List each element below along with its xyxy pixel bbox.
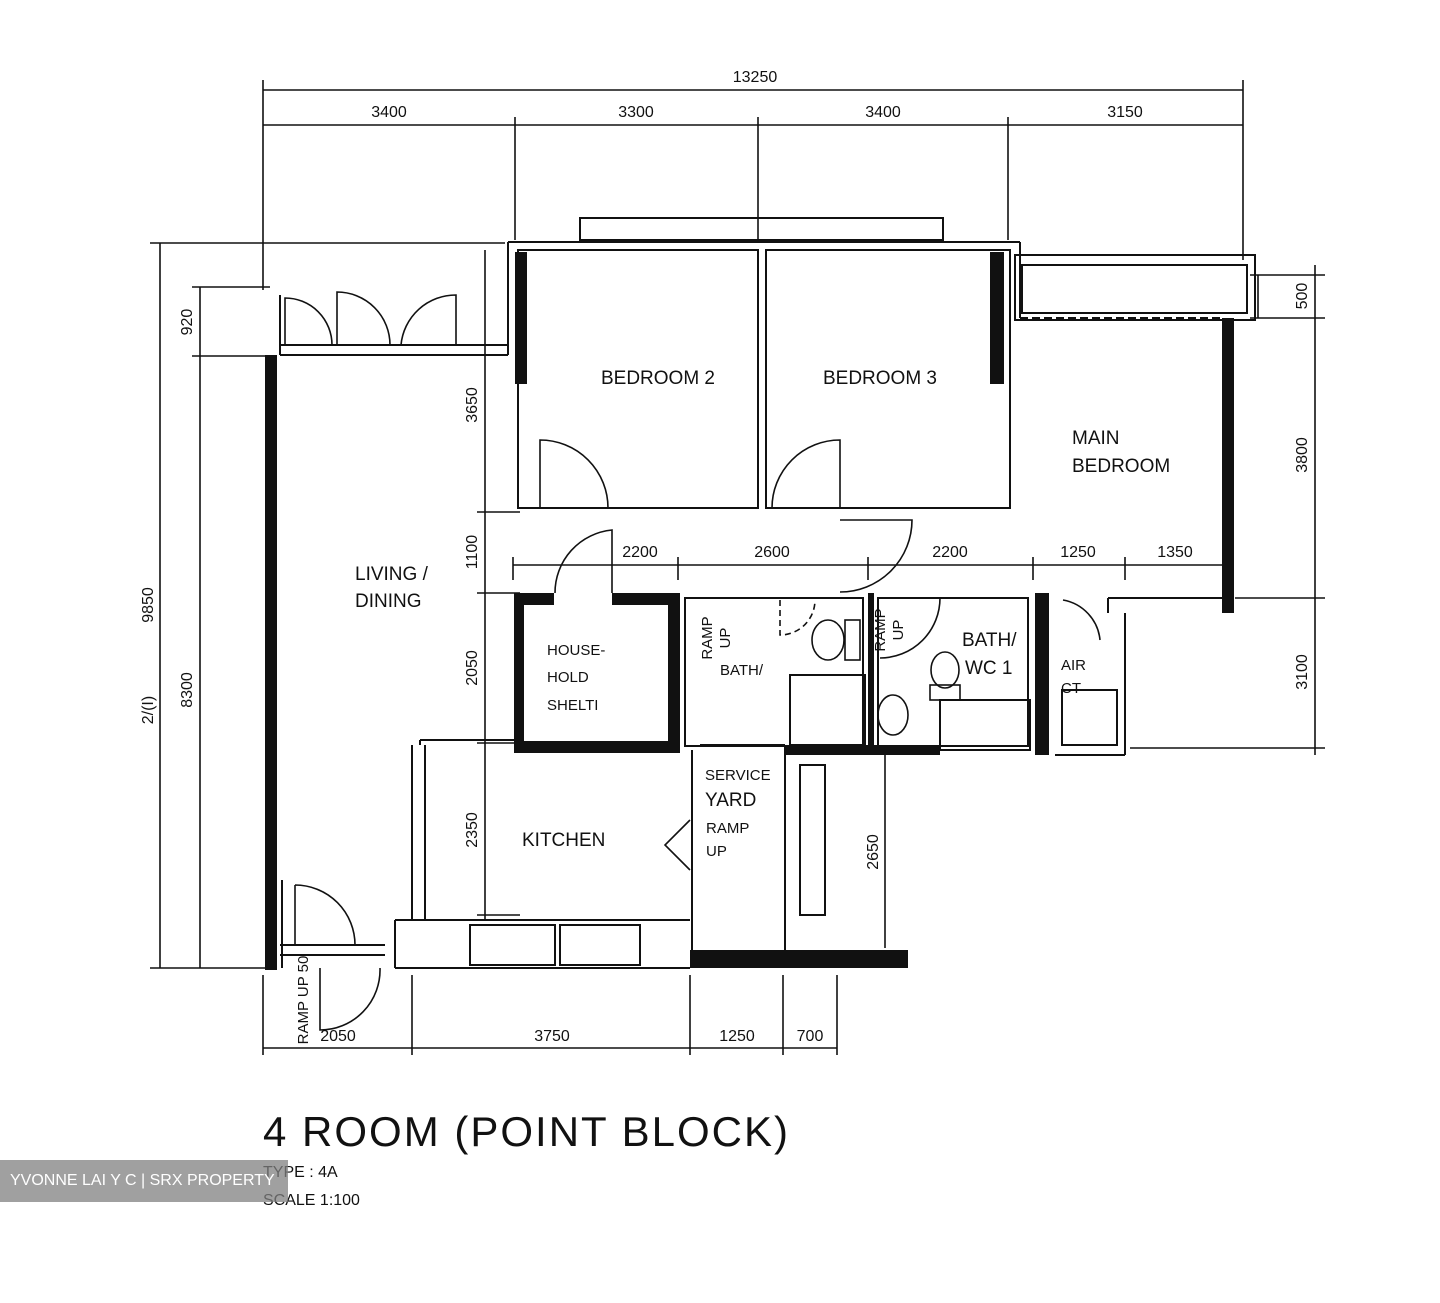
- dim-bottom-3: 1250: [719, 1028, 755, 1045]
- room-ramp-entry: RAMP UP 50: [295, 956, 312, 1045]
- dim-top-total: 13250: [733, 69, 778, 86]
- dim-mid-4: 1250: [1060, 544, 1096, 561]
- dim-right-top: 500: [1294, 283, 1311, 310]
- dim-bottom-4: 700: [797, 1028, 824, 1045]
- dim-mid-5: 1350: [1157, 544, 1193, 561]
- room-household-line3: SHELTI: [547, 697, 598, 714]
- room-household-line1: HOUSE-: [547, 642, 605, 659]
- room-living-line1: LIVING /: [355, 564, 429, 585]
- room-ramp-bath2-line2: UP: [717, 628, 734, 649]
- room-air-con-line2: CT: [1061, 680, 1081, 697]
- plan-title: 4 ROOM (POINT BLOCK): [263, 1108, 790, 1155]
- dim-top-2: 3300: [618, 104, 654, 121]
- room-service-yard-line1: SERVICE: [705, 767, 771, 784]
- dim-mid-3: 2200: [932, 544, 968, 561]
- room-main-bedroom-line1: MAIN: [1072, 428, 1120, 449]
- dim-mid-1: 2200: [622, 544, 658, 561]
- dim-left-outer: 9850: [140, 587, 157, 623]
- dim-left-note: 2/(I): [140, 696, 157, 724]
- room-ramp-bath1-line1: RAMP: [872, 608, 889, 651]
- dim-bedroom-depth: 3650: [464, 387, 481, 423]
- dim-top-4: 3150: [1107, 104, 1143, 121]
- room-bath-2: BATH/: [720, 662, 764, 679]
- room-household-line2: HOLD: [547, 669, 589, 686]
- dim-household-depth: 2050: [464, 650, 481, 686]
- room-ramp-yard-line1: RAMP: [706, 820, 749, 837]
- dim-corridor: 1100: [464, 535, 481, 570]
- dim-right-main: 3800: [1294, 437, 1311, 473]
- room-ramp-yard-line2: UP: [706, 843, 727, 860]
- room-bedroom-3: BEDROOM 3: [823, 368, 937, 389]
- dim-left-mid: 8300: [179, 672, 196, 708]
- dim-mid-2: 2600: [754, 544, 790, 561]
- dim-bottom-1: 2050: [320, 1028, 356, 1045]
- dim-yard-depth: 2650: [865, 834, 882, 870]
- dim-right-lower: 3100: [1294, 654, 1311, 690]
- dim-bottom-2: 3750: [534, 1028, 570, 1045]
- room-bath-wc-1-line2: WC 1: [965, 658, 1013, 679]
- room-main-bedroom-line2: BEDROOM: [1072, 456, 1170, 477]
- room-air-con-line1: AIR: [1061, 657, 1086, 674]
- room-ramp-bath2-line1: RAMP: [699, 616, 716, 659]
- dim-left-top: 920: [179, 309, 196, 336]
- room-service-yard-line2: YARD: [705, 790, 756, 811]
- dim-top-1: 3400: [371, 104, 407, 121]
- room-bath-wc-1-line1: BATH/: [962, 630, 1017, 651]
- watermark-banner: YVONNE LAI Y C | SRX PROPERTY: [0, 1160, 288, 1202]
- room-kitchen: KITCHEN: [522, 830, 605, 851]
- dim-kitchen-depth: 2350: [464, 812, 481, 848]
- room-living-line2: DINING: [355, 591, 422, 612]
- room-bedroom-2: BEDROOM 2: [601, 368, 715, 389]
- dim-top-3: 3400: [865, 104, 901, 121]
- room-ramp-bath1-line2: UP: [890, 620, 907, 641]
